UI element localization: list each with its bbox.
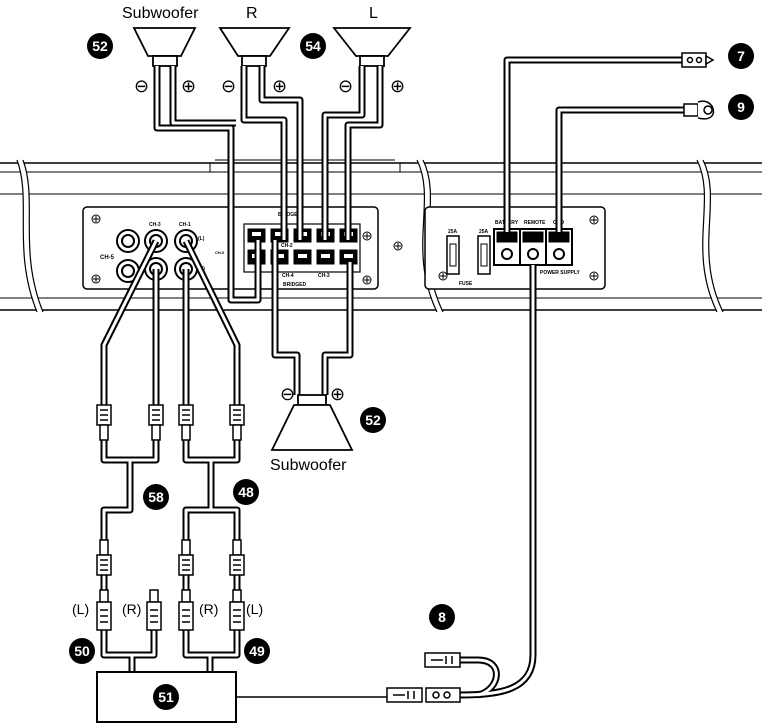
speaker-right-label: R (246, 5, 258, 22)
rca-plugs (96, 404, 245, 631)
svg-text:9: 9 (737, 99, 745, 115)
svg-text:52: 52 (92, 38, 108, 54)
svg-text:(L): (L) (72, 601, 89, 617)
svg-text:(R): (R) (122, 601, 141, 617)
badge-8: 8 (429, 604, 455, 630)
badge-58: 58 (143, 484, 169, 510)
svg-text:CH-4: CH-4 (282, 273, 294, 279)
panel-screws (91, 214, 599, 285)
battery-connector (681, 52, 715, 68)
badge-50: 50 (69, 638, 95, 664)
svg-text:(R): (R) (199, 601, 218, 617)
badge-7: 7 (728, 43, 754, 69)
speaker-sub-bottom-label: Subwoofer (270, 457, 347, 474)
svg-text:FUSE: FUSE (459, 281, 473, 287)
speaker-subwoofer-bottom (270, 394, 354, 451)
svg-text:25A: 25A (448, 229, 458, 235)
power-wires (459, 56, 685, 699)
svg-text:⊖: ⊖ (221, 76, 236, 96)
rca-channel-labels: (L) (R) (R) (L) (72, 601, 263, 617)
speaker-wires (153, 66, 384, 395)
rca-cables (100, 239, 241, 672)
badge-9: 9 (728, 94, 754, 120)
svg-text:CH-3: CH-3 (149, 222, 161, 228)
svg-text:49: 49 (249, 643, 265, 659)
svg-text:⊖: ⊖ (134, 76, 149, 96)
fuses (446, 235, 491, 275)
svg-text:⊕: ⊕ (272, 76, 287, 96)
speaker-sub-top-label: Subwoofer (122, 5, 199, 22)
svg-text:(L): (L) (198, 236, 205, 242)
sub-bottom-plus: ⊕ (330, 384, 345, 404)
svg-text:⊕: ⊕ (390, 76, 405, 96)
badge-54: 54 (300, 33, 326, 59)
badge-52-bottom: 52 (360, 407, 386, 433)
svg-text:BRIDGED: BRIDGED (283, 282, 306, 288)
speaker-left-label: L (369, 5, 378, 22)
svg-text:52: 52 (365, 412, 381, 428)
speaker-subwoofer-top (132, 27, 197, 67)
svg-text:CH-1: CH-1 (179, 222, 191, 228)
svg-text:CH-3: CH-3 (318, 273, 330, 279)
ground-ring-terminal (683, 100, 715, 120)
polarity-symbols: ⊖ ⊕ ⊖ ⊕ ⊖ ⊕ (134, 76, 405, 96)
badge-48: 48 (233, 479, 259, 505)
svg-text:CH-5: CH-5 (100, 255, 115, 261)
remote-connector (386, 652, 461, 703)
svg-text:7: 7 (737, 48, 745, 64)
badge-51: 51 (153, 684, 179, 710)
svg-text:REMOTE: REMOTE (524, 220, 546, 226)
svg-text:51: 51 (158, 689, 174, 705)
badge-49: 49 (244, 638, 270, 664)
svg-text:CH-6: CH-6 (215, 250, 225, 255)
svg-text:POWER SUPPLY: POWER SUPPLY (540, 270, 580, 276)
svg-text:48: 48 (238, 484, 254, 500)
speaker-left (332, 27, 412, 67)
power-terminals (493, 228, 573, 266)
badge-52-top: 52 (87, 33, 113, 59)
svg-text:50: 50 (74, 643, 90, 659)
svg-text:⊖: ⊖ (338, 76, 353, 96)
svg-text:8: 8 (438, 609, 446, 625)
svg-text:25A: 25A (479, 229, 489, 235)
svg-text:54: 54 (305, 38, 321, 54)
speaker-right (218, 27, 291, 67)
svg-text:CH-2: CH-2 (281, 243, 293, 249)
badges: 52 54 7 9 52 58 48 8 50 49 51 (69, 33, 754, 710)
svg-text:58: 58 (148, 489, 164, 505)
svg-text:(L): (L) (246, 601, 263, 617)
svg-text:⊕: ⊕ (181, 76, 196, 96)
svg-text:BRIDGE: BRIDGE (278, 212, 298, 218)
sub-bottom-minus: ⊖ (280, 384, 295, 404)
